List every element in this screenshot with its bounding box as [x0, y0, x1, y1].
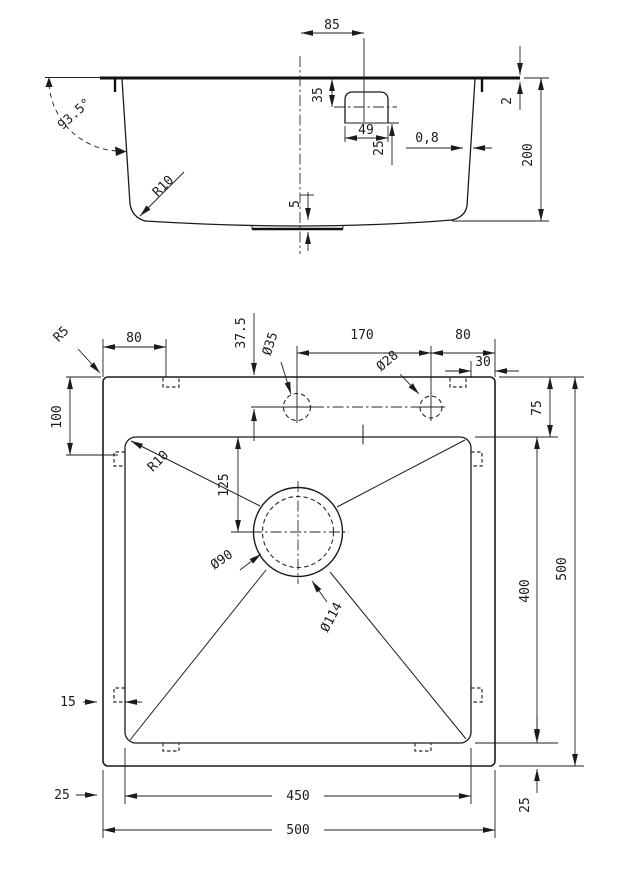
dim-2-label: 2 — [500, 97, 515, 105]
dim-49: 49 — [344, 123, 389, 142]
dim-35-label: 35 — [311, 87, 326, 103]
dim-100: 100 — [50, 376, 118, 456]
dim-400-label: 400 — [518, 579, 533, 602]
dim-r5-label: R5 — [51, 324, 73, 346]
dim-phi90-label: Ø90 — [208, 547, 236, 573]
clip-top-right — [449, 378, 467, 388]
faucet-holes — [251, 391, 445, 423]
plan-view: R5 80 100 37.5 Ø35 170 — [50, 313, 584, 838]
dim-30-label: 30 — [475, 355, 491, 370]
dim-25-right: 25 — [518, 716, 540, 813]
dim-500-bottom-label: 500 — [286, 823, 309, 838]
section-outline — [45, 56, 520, 254]
section-view: 85 35 49 25 0,8 2 — [45, 18, 549, 254]
dim-0-8-label: 0,8 — [415, 131, 438, 146]
dim-200-label: 200 — [521, 143, 536, 166]
section-faucet-hole — [334, 38, 399, 124]
dim-500-right: 500 — [499, 376, 584, 767]
dim-phi114: Ø114 — [311, 580, 346, 635]
dim-25-left-label: 25 — [54, 788, 70, 803]
dim-75-label: 75 — [530, 400, 545, 416]
dim-100-label: 100 — [50, 405, 65, 428]
sink-outer-rim — [102, 376, 496, 767]
drain — [251, 481, 349, 584]
dim-2: 2 — [500, 46, 523, 110]
dim-angle-label: 93.5° — [55, 96, 94, 133]
dim-170-label: 170 — [350, 328, 373, 343]
dim-r10-plan: R10 — [145, 448, 172, 475]
dim-75: 75 — [475, 376, 584, 438]
plan-outline — [102, 376, 496, 767]
dim-r10-section: R10 — [139, 171, 185, 217]
dim-500-bottom: 500 — [102, 770, 496, 838]
dim-80-right: 80 — [430, 328, 496, 377]
clip-right-upper — [471, 451, 483, 467]
dim-35: 35 — [311, 78, 335, 108]
dim-450-label: 450 — [286, 789, 309, 804]
sink-bowl — [124, 436, 472, 744]
clip-right-lower — [471, 687, 483, 703]
dim-30: 30 — [445, 355, 519, 378]
clip-top-left — [162, 378, 180, 388]
dim-25-section-label: 25 — [372, 140, 387, 156]
dim-500-right-label: 500 — [555, 557, 570, 580]
dim-37-5-label: 37.5 — [234, 317, 249, 348]
dim-49-label: 49 — [358, 123, 374, 138]
dim-37-5: 37.5 — [234, 313, 257, 441]
dim-85-label: 85 — [324, 18, 340, 33]
dim-5-label: 5 — [288, 200, 303, 208]
dim-125: 125 — [217, 436, 255, 533]
dim-phi35-label: Ø35 — [260, 330, 282, 357]
clip-bottom-right — [414, 743, 432, 752]
clip-bottom-left — [162, 743, 180, 752]
dim-170: 170 — [296, 328, 432, 394]
dim-15-label: 15 — [60, 695, 76, 710]
dim-r10-section-label: R10 — [150, 173, 177, 200]
clip-left-lower — [113, 687, 125, 703]
dim-0-8: 0,8 — [406, 131, 492, 151]
dim-r5: R5 — [51, 324, 101, 374]
dim-80-left: 80 — [102, 331, 167, 377]
dim-5: 5 — [288, 192, 314, 251]
dim-phi114-label: Ø114 — [318, 600, 346, 635]
dim-15: 15 — [60, 695, 142, 710]
dim-80-left-label: 80 — [126, 331, 142, 346]
dim-400: 400 — [475, 436, 558, 744]
dim-25-right-label: 25 — [518, 797, 533, 813]
dim-phi35: Ø35 — [260, 330, 292, 395]
dim-200: 200 — [452, 77, 549, 222]
dim-25-left: 25 — [54, 788, 98, 803]
bowl-creases — [129, 439, 467, 741]
dim-85: 85 — [300, 18, 365, 36]
clip-left-upper — [113, 451, 125, 467]
dim-r10-plan-label: R10 — [145, 448, 172, 475]
dim-125-label: 125 — [217, 473, 232, 496]
dim-phi28: Ø28 — [374, 348, 420, 395]
dim-25-section: 25 — [372, 123, 395, 165]
dim-phi90: Ø90 — [208, 547, 262, 573]
dim-phi28-label: Ø28 — [374, 348, 402, 375]
mounting-clips — [113, 378, 483, 752]
dim-450: 450 — [124, 748, 472, 804]
dim-80-right-label: 80 — [455, 328, 471, 343]
